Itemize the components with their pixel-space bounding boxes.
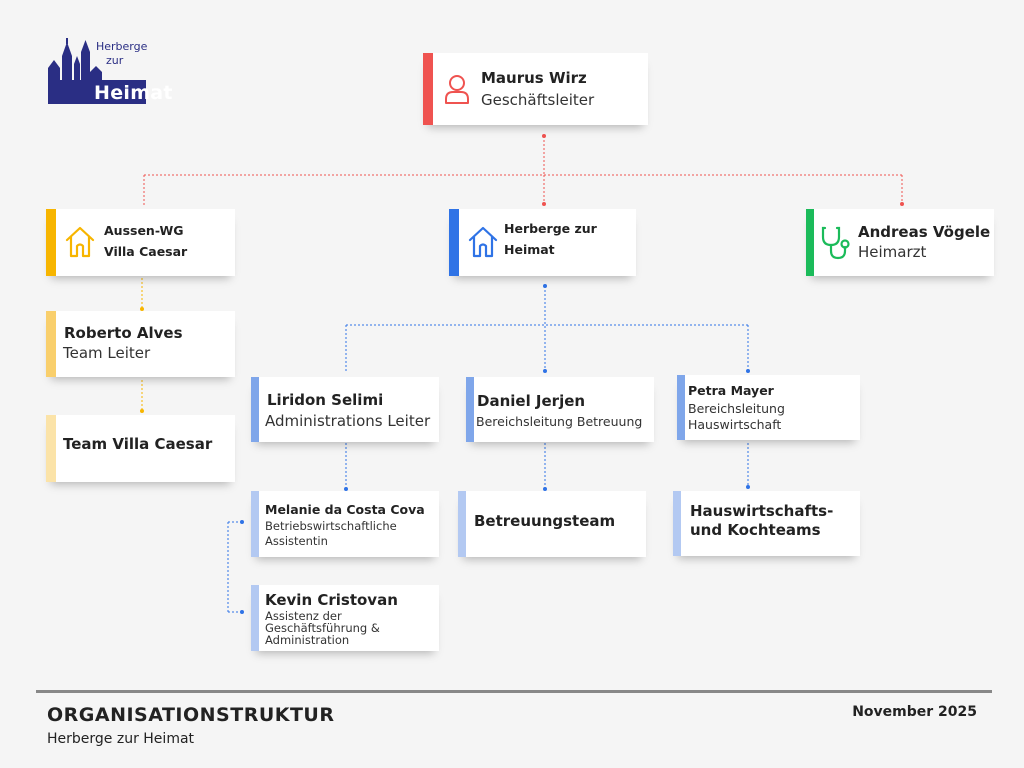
person-icon — [445, 75, 469, 104]
card-doctor: Andreas Vögele Heimarzt — [806, 209, 994, 276]
betreuungsteam-name: Betreuungsteam — [474, 512, 616, 530]
card-petra: Petra Mayer Bereichsleitung Hauswirtscha… — [677, 375, 860, 440]
kevin-role-line2: Geschäftsführung & — [265, 621, 380, 635]
logo-text-zur: zur — [106, 54, 124, 67]
doctor-name: Andreas Vögele — [858, 223, 991, 241]
accent-bar — [251, 585, 259, 651]
accent-bar — [806, 209, 814, 276]
card-team-villa: Team Villa Caesar — [46, 415, 235, 482]
melanie-name: Melanie da Costa Cova — [265, 502, 425, 517]
kevin-role-line3: Administration — [265, 633, 350, 647]
liridon-name: Liridon Selimi — [267, 391, 384, 409]
card-ceo: Maurus Wirz Geschäftsleiter — [423, 53, 648, 125]
footer-date: November 2025 — [852, 704, 977, 720]
daniel-role: Bereichsleitung Betreuung — [476, 414, 643, 429]
kevin-role-line1: Assistenz der — [265, 609, 342, 623]
villa-line2: Villa Caesar — [104, 244, 188, 259]
logo-text-heimat: Heimat — [94, 82, 173, 104]
city-skyline-icon — [48, 38, 146, 104]
kevin-name: Kevin Cristovan — [265, 591, 398, 609]
house-icon — [468, 226, 498, 258]
footer-subtitle: Herberge zur Heimat — [47, 731, 195, 747]
footer-title: ORGANISATIONSTRUKTUR — [47, 704, 335, 726]
card-liridon: Liridon Selimi Administrations Leiter — [251, 377, 439, 442]
card-villa-caesar: Aussen-WG Villa Caesar — [46, 209, 235, 276]
ceo-name: Maurus Wirz — [481, 69, 587, 87]
card-hauswirtschaft: Hauswirtschafts- und Kochteams — [673, 491, 860, 556]
accent-bar — [449, 209, 459, 276]
accent-bar — [46, 209, 56, 276]
card-kevin: Kevin Cristovan Assistenz der Geschäftsf… — [251, 585, 439, 651]
petra-role-line2: Hauswirtschaft — [688, 417, 782, 432]
accent-bar — [46, 311, 56, 377]
accent-bar — [677, 375, 685, 440]
card-betreuungsteam: Betreuungsteam — [458, 491, 646, 557]
petra-role-line1: Bereichsleitung — [688, 401, 785, 416]
hauswirtschaft-line1: Hauswirtschafts- — [690, 502, 834, 520]
herberge-line2: Heimat — [504, 242, 555, 257]
logo-text-herberge: Herberge — [96, 40, 148, 53]
card-herberge: Herberge zur Heimat — [449, 209, 636, 276]
footer-divider — [36, 690, 992, 693]
team-villa-name: Team Villa Caesar — [63, 435, 213, 453]
melanie-role-line2: Assistentin — [265, 534, 328, 548]
accent-bar — [673, 491, 681, 556]
accent-bar — [466, 377, 474, 442]
herberge-line1: Herberge zur — [504, 221, 597, 236]
roberto-name: Roberto Alves — [64, 324, 183, 342]
liridon-role: Administrations Leiter — [265, 412, 431, 430]
melanie-role-line1: Betriebswirtschaftliche — [265, 519, 397, 533]
stethoscope-icon — [821, 226, 850, 260]
card-daniel: Daniel Jerjen Bereichsleitung Betreuung — [466, 377, 654, 442]
accent-bar — [458, 491, 466, 557]
accent-bar — [251, 491, 259, 557]
house-icon — [65, 226, 95, 258]
accent-bar — [46, 415, 56, 482]
accent-bar — [251, 377, 259, 442]
accent-bar — [423, 53, 433, 125]
card-roberto: Roberto Alves Team Leiter — [46, 311, 235, 377]
doctor-role: Heimarzt — [858, 243, 927, 261]
roberto-role: Team Leiter — [63, 344, 151, 362]
ceo-role: Geschäftsleiter — [481, 91, 595, 109]
logo: Herberge zur Heimat — [46, 38, 173, 106]
hauswirtschaft-line2: und Kochteams — [690, 521, 821, 539]
villa-line1: Aussen-WG — [104, 223, 184, 238]
card-melanie: Melanie da Costa Cova Betriebswirtschaft… — [251, 491, 439, 557]
daniel-name: Daniel Jerjen — [477, 392, 586, 410]
petra-name: Petra Mayer — [688, 383, 774, 398]
